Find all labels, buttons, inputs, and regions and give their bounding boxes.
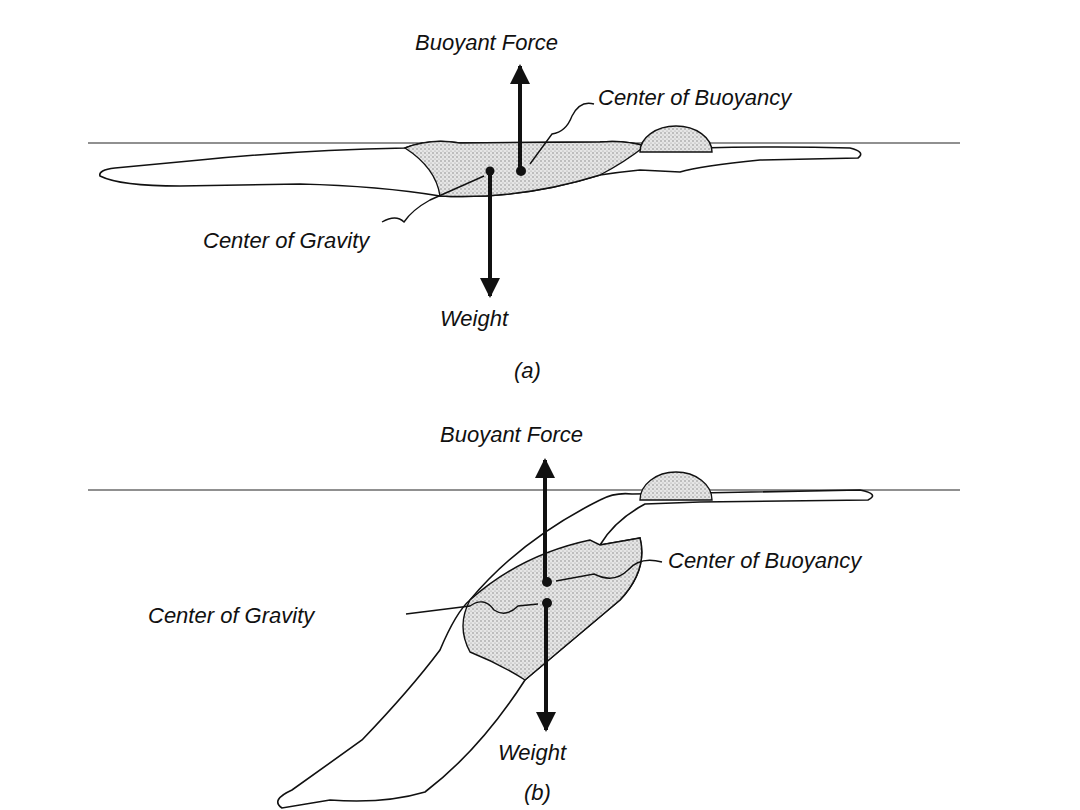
weight-arrow	[488, 170, 492, 296]
callout-label: Center of Gravity	[148, 603, 314, 629]
center-of-gravity-dot	[486, 167, 495, 176]
swimmer-body	[100, 141, 861, 196]
force-label: Buoyant Force	[440, 422, 583, 448]
buoyant-force-arrow	[518, 66, 522, 170]
leader-line	[382, 176, 484, 222]
force-label: Weight	[440, 306, 508, 332]
callout-label: Center of Buoyancy	[598, 85, 791, 111]
weight-arrow	[544, 603, 548, 730]
buoyant-force-arrow	[543, 460, 547, 582]
force-label: Weight	[498, 740, 566, 766]
panel-label: (b)	[524, 780, 551, 806]
swimmer-body	[278, 490, 873, 808]
center-of-buoyancy-dot	[516, 166, 526, 176]
swimsuit	[463, 538, 642, 680]
swim-cap	[640, 126, 712, 152]
center-of-buoyancy-dot	[542, 577, 552, 587]
center-of-gravity-dot	[542, 598, 552, 608]
leader-line	[406, 602, 538, 614]
leader-line	[530, 103, 594, 164]
swim-cap	[640, 472, 712, 500]
swimsuit	[405, 141, 645, 196]
panel-label: (a)	[514, 358, 541, 384]
force-label: Buoyant Force	[415, 30, 558, 56]
callout-label: Center of Buoyancy	[668, 548, 861, 574]
leader-line	[556, 560, 662, 581]
callout-label: Center of Gravity	[203, 228, 369, 254]
